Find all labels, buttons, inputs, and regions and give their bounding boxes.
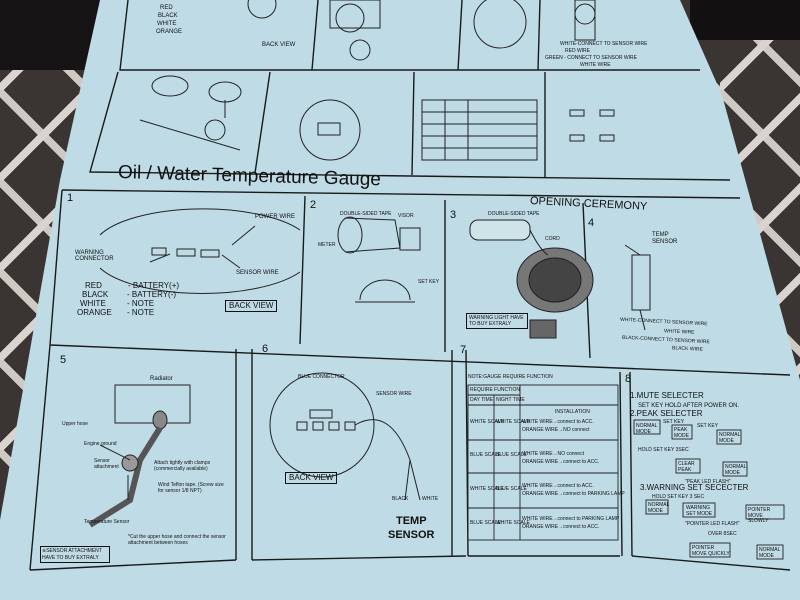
p1-row-red-value: - BATTERY(+) xyxy=(128,281,180,290)
p8-peak-mode: PEAK MODE xyxy=(674,427,689,439)
dark-object-top-right xyxy=(690,0,800,40)
panel-6-number: 6 xyxy=(262,343,269,355)
p7-r4-install-1: WHITE WIRE→connect to PARKING LAMP xyxy=(522,516,620,522)
p8-over: OVER 8SEC xyxy=(708,531,737,537)
p8-set-key-1: SET KEY xyxy=(663,419,685,425)
panel-7-number: 7 xyxy=(460,344,467,356)
p2-visor: VISOR xyxy=(398,213,414,219)
p3-warning-light: WARNING LIGHT HAVE TO BUY EXTRALY xyxy=(466,313,528,329)
p7-r2-install-2: ORANGE WIRE→connect to ACC. xyxy=(522,459,600,465)
p8-pointer-quickly: POINTER MOVE QUICKLY xyxy=(692,545,730,557)
p7-header-day: DAY TIME xyxy=(470,397,494,403)
p3-cord: CORD xyxy=(545,236,560,242)
p8-pointer-slowly: POINTER MOVE SLOWLY xyxy=(748,507,771,524)
p7-r4-install-2: ORANGE WIRE→connect to ACC. xyxy=(522,524,600,530)
top-sensor-line-4: WHITE WIRE xyxy=(580,62,611,68)
p8-normal-mode-3: NORMAL MODE xyxy=(725,464,747,476)
p7-header-require: REQUIRE FUNCTION xyxy=(470,387,520,393)
p2-meter: METER xyxy=(318,242,336,248)
p3-double-sided: DOUBLE-SIDED TAPE xyxy=(488,211,540,217)
wire-red: RED xyxy=(160,5,173,11)
p8-normal-mode-5: NORMAL MODE xyxy=(759,547,781,559)
panel-2-number: 2 xyxy=(310,199,317,211)
p7-r3-install-2: ORANGE WIRE→connect to PARKING LAMP xyxy=(522,491,625,497)
p7-heading: NOTE:GAUGE REQUIRE FUNCTION xyxy=(468,374,553,380)
wire-white: WHITE xyxy=(157,21,177,27)
p8-clear-peak: CLEAR PEAK xyxy=(678,461,695,473)
p4-temp-sensor: TEMP SENSOR xyxy=(652,232,678,246)
panel-5-number: 5 xyxy=(60,354,67,366)
p5-wind-note: Wind Teflon tape. (Screw size for sensor… xyxy=(158,482,224,494)
p6-black: BLACK xyxy=(392,496,409,502)
p7-r4-day: BLUE SCALE xyxy=(470,520,501,526)
p8-warning-set: WARNING SET MODE xyxy=(686,505,713,517)
panel-4-number: 4 xyxy=(588,217,595,229)
p2-double-sided: DOUBLE-SIDED TAPE xyxy=(340,211,392,217)
p5-sensor-attachment: Sensor attachment xyxy=(94,458,119,470)
p1-row-black-color: BLACK xyxy=(82,290,109,299)
p8-pointer-led: "POINTER LED FLASH" xyxy=(685,521,740,527)
p7-header-install: INSTALLATION xyxy=(555,409,590,415)
p7-r3-install-1: WHITE WIRE→connect to ACC. xyxy=(522,483,594,489)
p8-line-3: 2.PEAK SELECTER xyxy=(630,409,703,418)
p6-white: WHITE xyxy=(422,496,439,502)
p8-line-1: 1.MUTE SELECTER xyxy=(630,391,704,400)
p7-header-night: NIGHT TIME xyxy=(496,397,525,403)
p7-r1-night: WHITE SCALE xyxy=(496,419,530,425)
p6-sensor: SENSOR xyxy=(388,529,435,541)
power-wire-label: POWER WIRE xyxy=(255,214,295,220)
p8-normal-mode-4: NORMAL MODE xyxy=(648,502,670,514)
p1-back-view: BACK VIEW xyxy=(225,300,278,312)
p7-r1-day: WHITE SCALE xyxy=(470,419,504,425)
p1-row-white-color: WHITE xyxy=(80,299,106,308)
p5-attachment-note: ※SENSOR ATTACHMENT HAVE TO BUY EXTRALY xyxy=(40,546,110,563)
p5-attach-note: Attach tightly with clamps (commercially… xyxy=(154,460,211,472)
p5-upper-hose: Upper hose xyxy=(62,421,88,427)
p6-sensor-wire: SENSOR WIRE xyxy=(376,391,412,397)
p8-normal-mode-1: NORMAL MODE xyxy=(636,423,658,435)
p6-temp: TEMP xyxy=(396,515,427,527)
p8-hold-2: HOLD SET KEY 3 SEC xyxy=(652,494,705,500)
p7-r3-day: WHITE SCALE xyxy=(470,486,504,492)
p1-row-orange-value: - NOTE xyxy=(127,308,155,317)
p7-r2-install-1: WHITE WIRE→NO connect xyxy=(522,451,584,457)
p5-cut-note: *Cut the upper hose and connect the sens… xyxy=(128,534,226,546)
wire-black: BLACK xyxy=(158,13,178,19)
p8-line-2: SET KEY HOLD AFTER POWER ON. xyxy=(638,403,740,409)
p5-radiator: Radiator xyxy=(150,376,173,382)
wire-orange: ORANGE xyxy=(156,29,183,35)
p8-hold: HOLD SET KEY 3SEC xyxy=(638,447,689,453)
panel-8-number: 8 xyxy=(625,373,632,385)
top-sensor-line-2: RED WIRE xyxy=(565,48,590,54)
p7-r2-day: BLUE SCALE xyxy=(470,452,501,458)
p7-r3-night: BLUE SCALE xyxy=(496,486,527,492)
p7-r4-night: WHITE SCALE xyxy=(496,520,530,526)
p1-row-white-value: - NOTE xyxy=(127,299,155,308)
p7-r1-install-2: ORANGE WIRE→NO connect xyxy=(522,427,590,433)
p7-r2-night: BLUE SCALE xyxy=(496,452,527,458)
p1-row-orange-color: ORANGE xyxy=(77,308,112,317)
top-back-view: BACK VIEW xyxy=(262,42,296,48)
warning-connector-label: WARNING CONNECTOR xyxy=(75,250,114,262)
p8-peak-led: "PEAK LED FLASH" xyxy=(685,479,731,485)
sensor-wire-label: SENSOR WIRE xyxy=(236,270,279,276)
p1-row-red-color: RED xyxy=(85,281,102,290)
p5-engine-ground: Engine ground xyxy=(84,441,117,447)
p2-set-key: SET KEY xyxy=(418,279,440,285)
p8-normal-mode-2: NORMAL MODE xyxy=(719,432,741,444)
panel-1-number: 1 xyxy=(67,192,74,204)
p6-back-view: BACK VIEW xyxy=(285,472,338,484)
panel-3-number: 3 xyxy=(450,209,457,221)
p1-row-black-value: - BATTERY(-) xyxy=(127,290,177,299)
top-sensor-line-1: WHITE-CONNECT TO SENSOR WIRE xyxy=(560,41,648,47)
p8-line-4: 3.WARNING SET SECECTER xyxy=(640,483,749,492)
p5-temperature-sensor: Temperature Sensor xyxy=(84,519,130,525)
p6-blue-connector: BLUE CONNECTOR xyxy=(298,374,345,380)
top-sensor-line-3: GREEN - CONNECT TO SENSOR WIRE xyxy=(545,55,637,61)
p7-r1-install-1: WHITE WIRE→connect to ACC. xyxy=(522,419,594,425)
p8-set-key-2: SET KEY xyxy=(697,423,719,429)
